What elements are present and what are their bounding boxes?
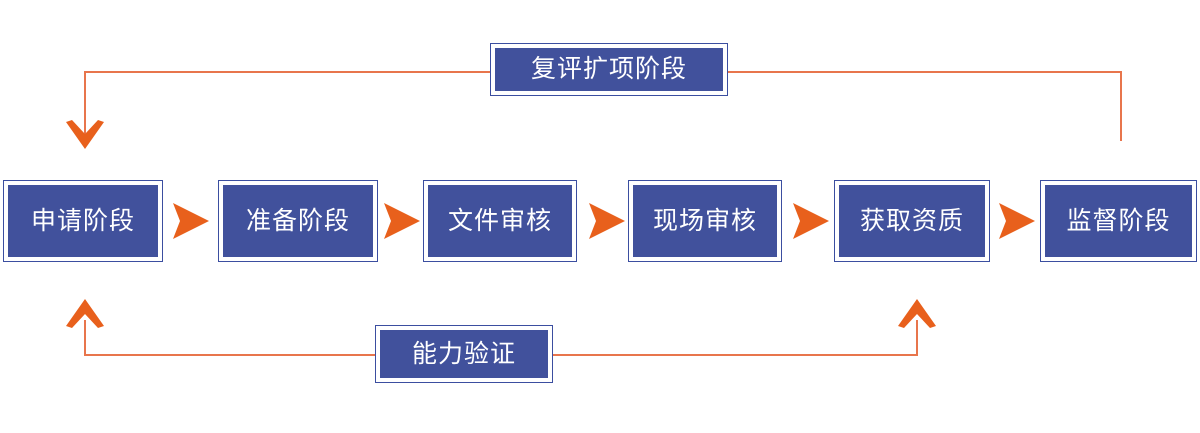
chevron-right-icon-2 xyxy=(384,203,420,239)
connector-bottom-right-horizontal xyxy=(552,354,918,356)
chevron-right-icon-1 xyxy=(173,203,209,239)
node-label: 复评扩项阶段 xyxy=(530,55,687,83)
node-proficiency-testing-inner: 能力验证 xyxy=(379,329,549,379)
node-supervision-stage-inner: 监督阶段 xyxy=(1044,184,1193,258)
arrowhead-up-left xyxy=(66,299,104,328)
connector-top-left-vertical xyxy=(84,71,86,135)
chevron-right-icon-5 xyxy=(999,203,1035,239)
node-label: 准备阶段 xyxy=(245,206,350,235)
node-label: 申请阶段 xyxy=(30,206,135,235)
node-label: 监督阶段 xyxy=(1066,206,1171,235)
chevron-right-icon-4 xyxy=(793,203,829,239)
node-proficiency-testing[interactable]: 能力验证 xyxy=(375,325,553,383)
node-reassessment-expansion-stage[interactable]: 复评扩项阶段 xyxy=(490,43,728,96)
node-reassessment-expansion-stage-inner: 复评扩项阶段 xyxy=(494,47,724,92)
arrowhead-down-left xyxy=(66,120,104,149)
node-label: 能力验证 xyxy=(411,339,516,368)
node-application-stage-inner: 申请阶段 xyxy=(7,184,159,258)
node-application-stage[interactable]: 申请阶段 xyxy=(3,180,163,262)
node-preparation-stage-inner: 准备阶段 xyxy=(222,184,374,258)
node-document-review-inner: 文件审核 xyxy=(427,184,573,258)
node-label: 获取资质 xyxy=(859,206,964,235)
connector-top-right-horizontal xyxy=(727,71,1122,73)
node-supervision-stage[interactable]: 监督阶段 xyxy=(1040,180,1197,262)
connector-bottom-left-vertical xyxy=(84,320,86,356)
connector-bottom-right-vertical xyxy=(916,320,918,356)
connector-bottom-left-horizontal xyxy=(84,354,377,356)
node-preparation-stage[interactable]: 准备阶段 xyxy=(218,180,378,262)
connector-top-left-horizontal xyxy=(84,71,491,73)
node-document-review[interactable]: 文件审核 xyxy=(423,180,577,262)
chevron-right-icon-3 xyxy=(589,203,625,239)
connector-top-right-vertical xyxy=(1120,71,1122,141)
node-obtain-qualification[interactable]: 获取资质 xyxy=(834,180,990,262)
arrowhead-up-right xyxy=(898,299,936,328)
node-label: 现场审核 xyxy=(652,206,757,235)
node-label: 文件审核 xyxy=(447,206,552,235)
node-obtain-qualification-inner: 获取资质 xyxy=(838,184,986,258)
node-onsite-review-inner: 现场审核 xyxy=(632,184,778,258)
node-onsite-review[interactable]: 现场审核 xyxy=(628,180,782,262)
